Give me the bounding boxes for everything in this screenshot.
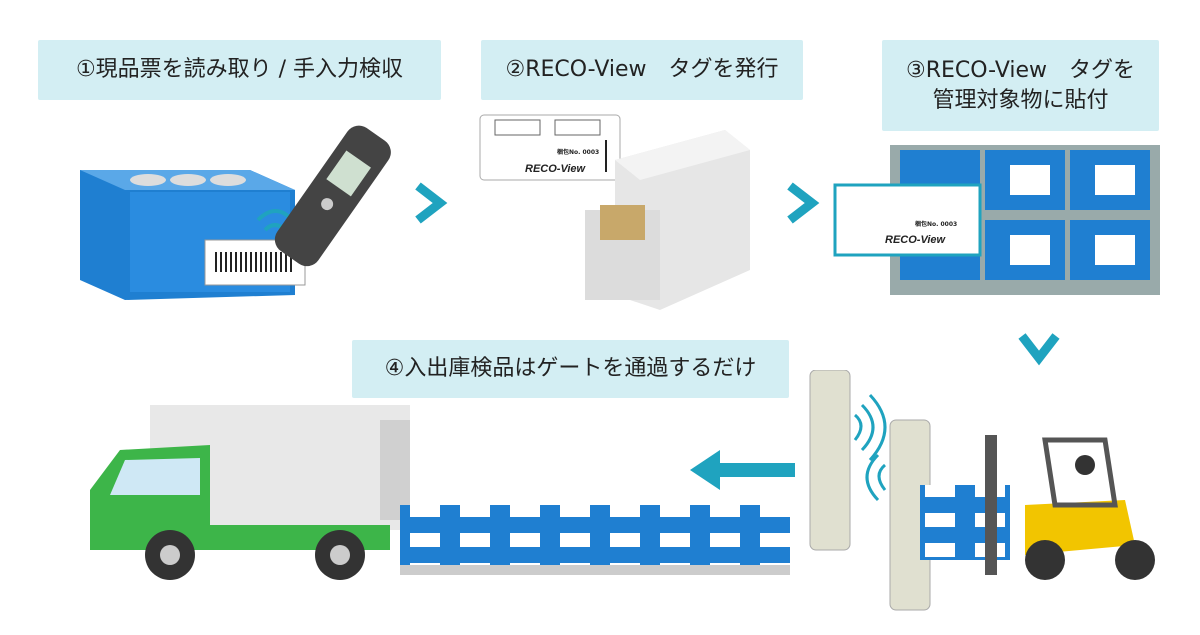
tag-number: 梱包No. 0003 <box>915 220 957 228</box>
step3-text-line2: 管理対象物に貼付 <box>932 87 1109 113</box>
tag-brand: RECO-View <box>885 234 947 246</box>
rfid-tag-icon: 梱包No. 0003 RECO-View <box>833 183 982 257</box>
arrow-right-icon <box>415 182 448 224</box>
pallet-containers-icon <box>400 505 790 575</box>
arrow-right-icon <box>787 182 820 224</box>
arrow-left-icon <box>690 450 795 490</box>
step3-text-line1: ③RECO-View タグを <box>905 57 1136 83</box>
rfid-waves-icon <box>853 393 887 502</box>
step3-illustration: 梱包No. 0003 RECO-View <box>833 145 1160 295</box>
step1-label: ①現品票を読み取り / 手入力検収 <box>38 40 441 100</box>
forklift-icon <box>920 435 1155 580</box>
handheld-scanner-icon <box>274 125 391 267</box>
tag-number: 梱包No. 0003 <box>557 148 599 156</box>
arrow-down-icon <box>1018 333 1060 366</box>
step1-illustration <box>80 125 391 300</box>
step3-label: ③RECO-View タグを 管理対象物に貼付 <box>882 40 1159 131</box>
step2-label: ②RECO-View タグを発行 <box>481 40 803 100</box>
step2-illustration: 梱包No. 0003 RECO-View <box>479 114 750 310</box>
step2-text: ②RECO-View タグを発行 <box>505 57 779 82</box>
step1-text: ①現品票を読み取り / 手入力検収 <box>75 57 404 82</box>
step4-label: ④入出庫検品はゲートを通過するだけ <box>352 340 789 398</box>
tag-brand: RECO-View <box>525 163 587 175</box>
truck-icon <box>90 405 410 580</box>
step4-text: ④入出庫検品はゲートを通過するだけ <box>384 356 757 381</box>
rfid-tag-icon: 梱包No. 0003 RECO-View <box>479 114 621 181</box>
tag-printer-icon <box>585 130 750 310</box>
